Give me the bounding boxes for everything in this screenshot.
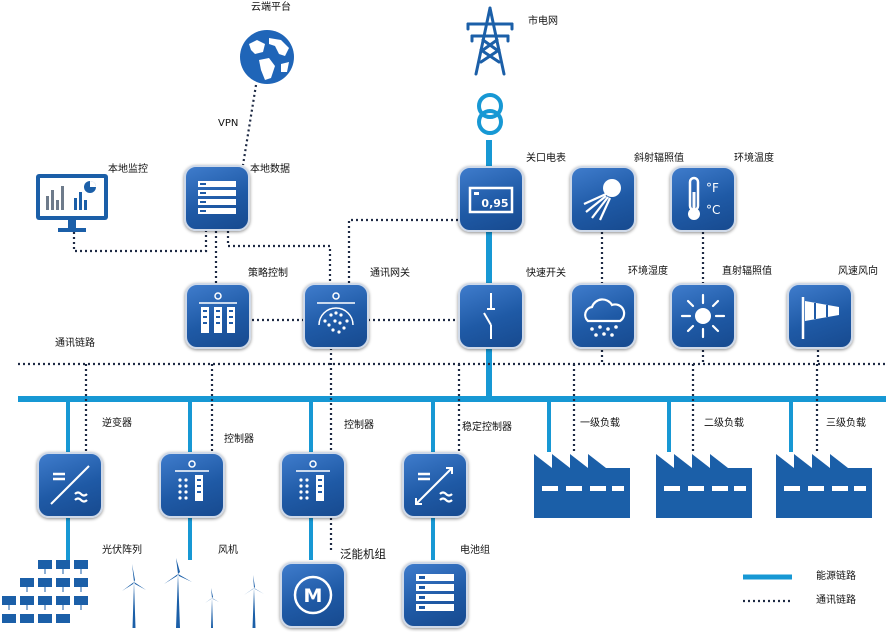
sun-icon (680, 293, 726, 339)
temp-c: °C (706, 203, 720, 217)
inverter-box (37, 452, 103, 518)
fast-switch-box (458, 283, 524, 349)
comm-links (18, 84, 886, 603)
gateway-icon (317, 292, 355, 334)
wind-turbine-icon (122, 558, 264, 628)
load-3-label: 三级负载 (826, 418, 866, 429)
load-2-label: 二级负载 (704, 418, 744, 429)
factory-icon (776, 454, 872, 518)
wind-turbine-label: 风机 (218, 545, 238, 556)
motor-letter: M (304, 585, 323, 607)
ambient-temp-box: °F °C (670, 166, 736, 232)
comm-gateway-box (303, 283, 369, 349)
tilted-irradiance-label: 斜射辐照值 (634, 153, 684, 164)
ambient-humidity-label: 环境湿度 (628, 266, 668, 277)
tilted-irradiance-box (570, 166, 636, 232)
cloud-rain-icon (584, 298, 626, 337)
motor-icon: M (293, 575, 333, 615)
direct-irradiance-box (670, 283, 736, 349)
direct-irradiance-label: 直射辐照值 (722, 266, 772, 277)
vpn-label: VPN (218, 118, 239, 129)
pv-array-label: 光伏阵列 (102, 545, 142, 556)
battery-icon (416, 574, 454, 611)
controller-icon (175, 460, 209, 501)
ambient-temp-label: 环境温度 (734, 153, 774, 164)
monitor-icon (36, 174, 108, 232)
wind-speed-box (787, 283, 853, 349)
gateway-meter-label: 关口电表 (526, 153, 566, 164)
generator-box: M (280, 562, 346, 628)
controller-1-label: 控制器 (224, 434, 254, 445)
gateway-meter-box: 0,95 (458, 166, 524, 232)
fast-switch-label: 快速开关 (526, 268, 566, 279)
comm-link-bus-label: 通讯链路 (55, 338, 95, 349)
ambient-humidity-box (570, 283, 636, 349)
battery-box (402, 562, 468, 628)
stabilizer-icon (415, 467, 453, 505)
cloud-platform-label: 云端平台 (251, 2, 291, 13)
windsock-icon (801, 297, 839, 339)
factory-icon (534, 454, 630, 518)
strategy-control-box (185, 283, 251, 349)
thermometer-icon: °F °C (688, 176, 720, 220)
battery-label: 电池组 (460, 545, 490, 556)
load-1-label: 一级负载 (580, 418, 620, 429)
power-tower-icon (466, 6, 514, 76)
legend-comm-label: 通讯链路 (816, 595, 856, 606)
controller-2-box (280, 452, 346, 518)
controller-icon (296, 460, 330, 501)
local-monitor-label: 本地监控 (108, 164, 148, 175)
strategy-control-label: 策略控制 (248, 268, 288, 279)
sun-tilted-icon (583, 179, 621, 221)
controller-1-box (159, 452, 225, 518)
strategy-control-icon (199, 292, 237, 333)
factory-icon (656, 454, 752, 518)
grid-label: 市电网 (528, 16, 558, 27)
globe-icon (240, 30, 294, 84)
stabilizer-label: 稳定控制器 (462, 422, 512, 433)
local-data-label: 本地数据 (250, 164, 290, 175)
generator-set-label: 泛能机组 (340, 547, 386, 561)
transformer-icon (477, 93, 503, 135)
legend-energy-label: 能源链路 (816, 571, 856, 582)
fast-switch-icon (483, 293, 495, 339)
controller-2-label: 控制器 (344, 420, 374, 431)
server-icon (198, 181, 236, 214)
wind-speed-label: 风速风向 (838, 266, 878, 277)
local-data-box (184, 165, 250, 231)
stabilizer-box (402, 452, 468, 518)
solar-panel-icon (2, 560, 88, 623)
meter-icon: 0,95 (468, 186, 514, 214)
meter-value: 0,95 (481, 197, 508, 210)
temp-f: °F (706, 181, 719, 195)
inverter-label: 逆变器 (102, 418, 132, 429)
inverter-icon (50, 465, 90, 505)
comm-gateway-label: 通讯网关 (370, 268, 410, 279)
